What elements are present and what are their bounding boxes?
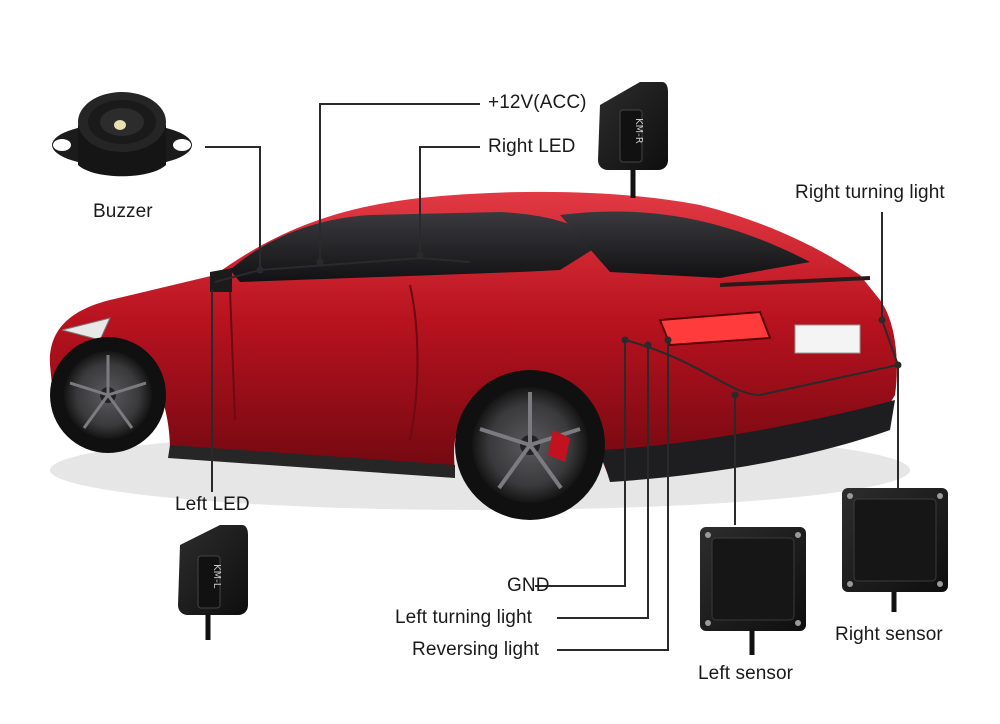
wire-acc bbox=[319, 103, 480, 262]
right-led-module: KM-R bbox=[598, 82, 668, 198]
label-left-sensor: Left sensor bbox=[698, 663, 794, 684]
wiring-lines bbox=[205, 103, 900, 651]
wire-buzzer bbox=[205, 146, 261, 270]
label-acc: +12V(ACC) bbox=[488, 92, 587, 113]
wire-left-turning bbox=[557, 345, 649, 619]
car-illustration bbox=[49, 191, 910, 520]
left-led-marking: KM-L bbox=[211, 564, 222, 589]
wire-rear-harness bbox=[624, 319, 900, 397]
wire-right-led bbox=[419, 146, 480, 255]
right-sensor-device bbox=[842, 488, 948, 612]
left-sensor-device bbox=[700, 527, 806, 655]
buzzer-device bbox=[52, 92, 192, 177]
license-plate bbox=[794, 324, 861, 354]
tail-light bbox=[658, 310, 772, 347]
front-wheel bbox=[50, 337, 166, 453]
wire-reversing bbox=[557, 340, 669, 651]
wire-gnd bbox=[535, 340, 626, 587]
left-led-module: KM-L bbox=[178, 525, 248, 640]
wire-harness bbox=[214, 256, 471, 283]
right-led-marking: KM-R bbox=[633, 118, 644, 144]
label-right-turning-light: Right turning light bbox=[795, 182, 945, 203]
rear-wheel bbox=[455, 370, 605, 520]
label-gnd: GND bbox=[507, 575, 550, 596]
label-right-led: Right LED bbox=[488, 136, 576, 157]
label-left-turning-light: Left turning light bbox=[395, 607, 532, 628]
label-reversing-light: Reversing light bbox=[412, 639, 540, 660]
label-right-sensor: Right sensor bbox=[835, 624, 943, 645]
label-left-led: Left LED bbox=[175, 494, 250, 515]
wire-junctions bbox=[256, 251, 902, 399]
car-rear-glass bbox=[560, 211, 810, 278]
label-buzzer: Buzzer bbox=[93, 201, 153, 222]
